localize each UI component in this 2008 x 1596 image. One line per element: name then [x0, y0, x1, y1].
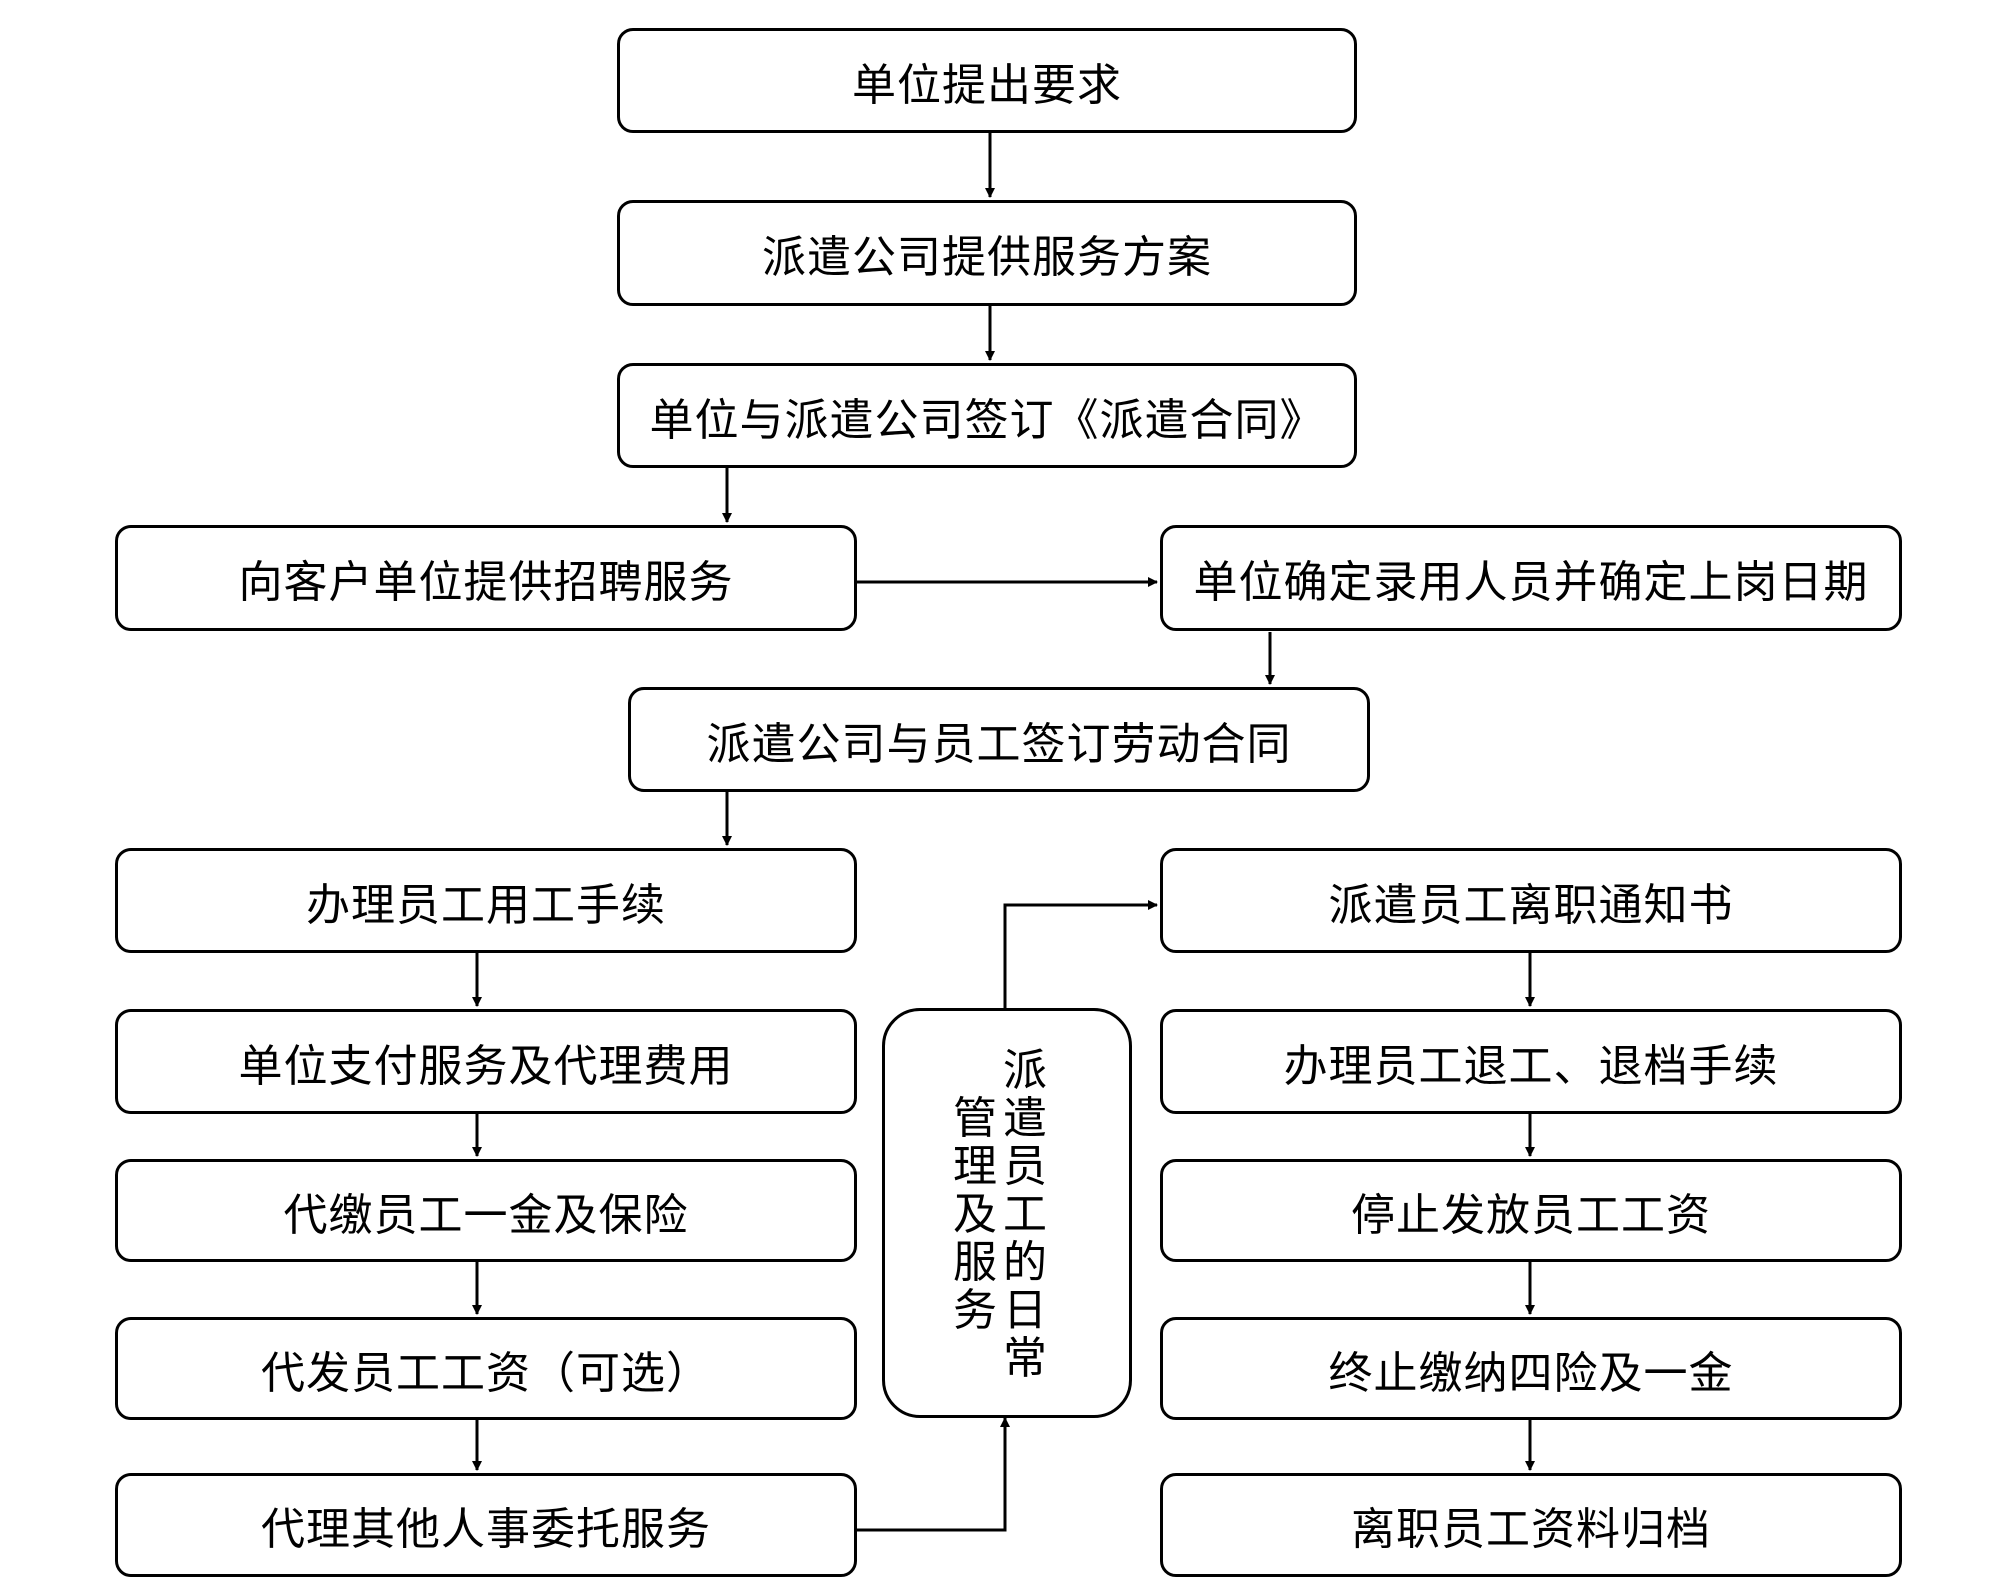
arrow-middle-r1 — [1003, 900, 1158, 1008]
step-stop-insurance-fund: 终止缴纳四险及一金 — [1160, 1317, 1902, 1420]
step-termination-procedures-label: 办理员工退工、退档手续 — [1283, 1040, 1779, 1092]
vchar: 理 — [953, 1141, 997, 1192]
daily-management-box: 派 遣 员 工 的 日 常 管 理 及 服 务 — [882, 1008, 1132, 1418]
step-sign-dispatch-contract-label: 单位与派遣公司签订《派遣合同》 — [649, 394, 1325, 446]
vchar: 服 — [953, 1237, 997, 1288]
step-recruitment-service: 向客户单位提供招聘服务 — [115, 525, 857, 631]
vchar: 及 — [953, 1189, 997, 1240]
daily-management-col-left: 管 理 及 服 务 — [951, 1095, 999, 1335]
step-resignation-notice-label: 派遣员工离职通知书 — [1328, 879, 1734, 931]
step-sign-labor-contract-label: 派遣公司与员工签订劳动合同 — [706, 718, 1292, 770]
vchar: 员 — [1003, 1141, 1047, 1192]
step-other-hr-services-label: 代理其他人事委托服务 — [261, 1504, 711, 1555]
step-confirm-hire-date-label: 单位确定录用人员并确定上岗日期 — [1193, 557, 1869, 608]
vchar: 常 — [1003, 1333, 1047, 1384]
step-stop-insurance-fund-label: 终止缴纳四险及一金 — [1328, 1347, 1734, 1399]
step-stop-wages: 停止发放员工工资 — [1160, 1159, 1902, 1262]
step-pay-wages-optional: 代发员工工资（可选） — [115, 1317, 857, 1420]
vchar: 的 — [1003, 1237, 1047, 1288]
vchar: 日 — [1003, 1285, 1047, 1336]
step-archive-records: 离职员工资料归档 — [1160, 1473, 1902, 1577]
step-pay-service-fee-label: 单位支付服务及代理费用 — [238, 1040, 734, 1092]
vchar: 管 — [953, 1093, 997, 1144]
step-recruitment-service-label: 向客户单位提供招聘服务 — [238, 557, 734, 608]
step-pay-service-fee: 单位支付服务及代理费用 — [115, 1009, 857, 1114]
step-employment-procedures: 办理员工用工手续 — [115, 848, 857, 953]
step-unit-request: 单位提出要求 — [617, 28, 1357, 133]
step-resignation-notice: 派遣员工离职通知书 — [1160, 848, 1902, 953]
step-stop-wages-label: 停止发放员工工资 — [1351, 1189, 1711, 1241]
vchar: 务 — [953, 1285, 997, 1336]
step-termination-procedures: 办理员工退工、退档手续 — [1160, 1009, 1902, 1114]
step-pay-fund-insurance-label: 代缴员工一金及保险 — [283, 1189, 689, 1241]
step-pay-wages-optional-label: 代发员工工资（可选） — [261, 1347, 711, 1399]
arrow-l5-middle — [857, 1417, 1010, 1532]
step-sign-dispatch-contract: 单位与派遣公司签订《派遣合同》 — [617, 363, 1357, 468]
step-archive-records-label: 离职员工资料归档 — [1351, 1504, 1711, 1555]
step-unit-request-label: 单位提出要求 — [852, 59, 1122, 111]
step-pay-fund-insurance: 代缴员工一金及保险 — [115, 1159, 857, 1262]
step-employment-procedures-label: 办理员工用工手续 — [306, 879, 666, 931]
step-service-plan: 派遣公司提供服务方案 — [617, 200, 1357, 306]
step-service-plan-label: 派遣公司提供服务方案 — [762, 232, 1212, 283]
daily-management-col-right: 派 遣 员 工 的 日 常 — [1001, 1047, 1049, 1383]
step-other-hr-services: 代理其他人事委托服务 — [115, 1473, 857, 1577]
step-confirm-hire-date: 单位确定录用人员并确定上岗日期 — [1160, 525, 1902, 631]
step-sign-labor-contract: 派遣公司与员工签订劳动合同 — [628, 687, 1370, 792]
vchar: 工 — [1003, 1189, 1047, 1240]
vchar: 派 — [1003, 1045, 1047, 1096]
vchar: 遣 — [1003, 1093, 1047, 1144]
